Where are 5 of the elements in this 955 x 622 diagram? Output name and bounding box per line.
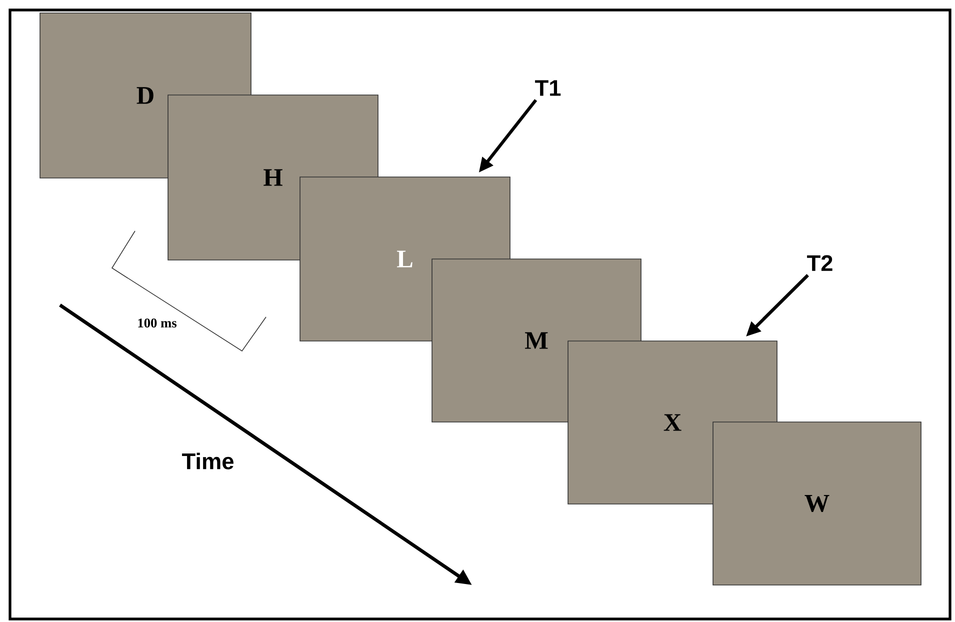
axis-label: Time: [182, 452, 234, 470]
target-label: T2: [807, 255, 832, 271]
stimulus-frame: W: [712, 422, 922, 586]
target-label: T1: [535, 80, 561, 96]
dimension-label: 100 ms: [138, 318, 176, 328]
